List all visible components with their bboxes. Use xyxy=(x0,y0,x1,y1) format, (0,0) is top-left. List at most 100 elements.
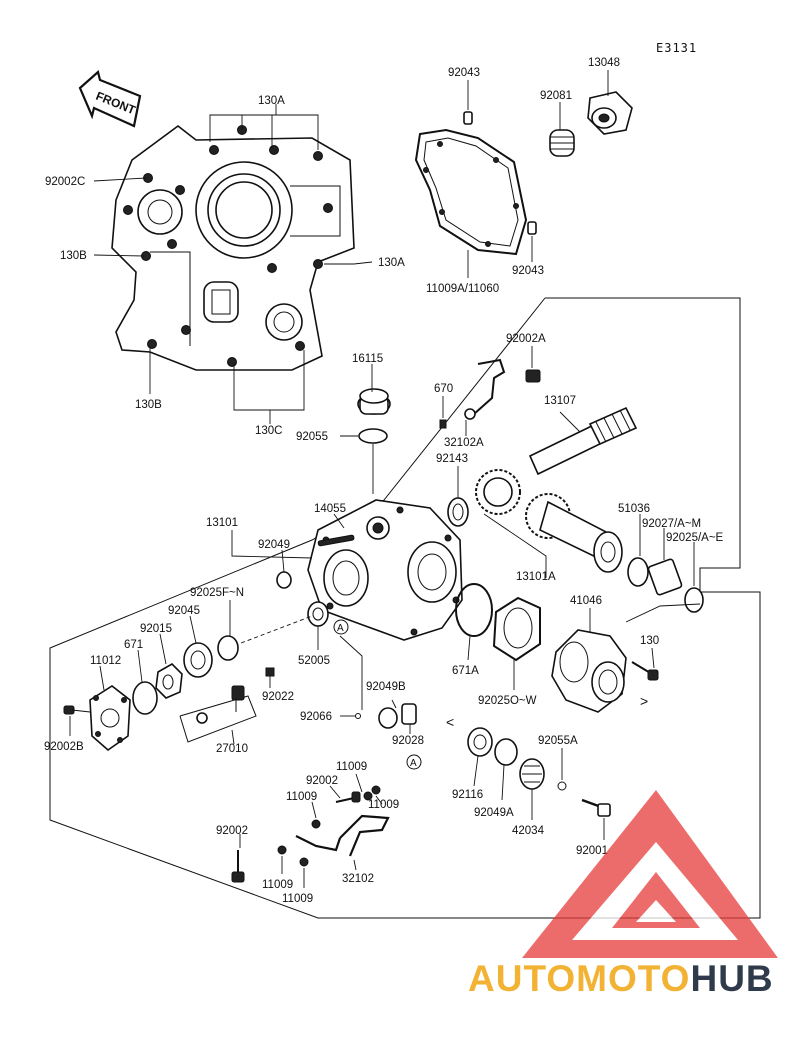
oil-cap-16115 xyxy=(357,388,391,415)
label-11009-b: 11009 xyxy=(286,791,317,803)
label-671: 671 xyxy=(124,639,143,651)
bolt-92002-b xyxy=(231,850,245,883)
arrow-left-icon: < xyxy=(446,714,454,730)
svg-text:A: A xyxy=(410,758,417,769)
stud xyxy=(317,534,355,547)
label-11009-a: 11009 xyxy=(336,761,367,773)
label-13101: 13101 xyxy=(206,517,238,529)
label-130a-top: 130A xyxy=(258,95,285,107)
label-92043-b: 92043 xyxy=(512,265,544,277)
collar-92027 xyxy=(647,558,683,596)
nut-11009-a xyxy=(363,791,373,801)
label-92015: 92015 xyxy=(140,623,172,635)
label-11009-d: 11009 xyxy=(262,879,293,891)
label-92049b: 92049B xyxy=(366,681,406,693)
shim-92025ow xyxy=(492,596,541,662)
pin-92066 xyxy=(355,713,361,719)
gear-case-13101 xyxy=(307,499,463,641)
label-92143: 92143 xyxy=(436,453,468,465)
oring-92055 xyxy=(358,428,388,444)
seal-52005 xyxy=(307,601,329,627)
box-27010 xyxy=(179,695,257,743)
label-11012: 11012 xyxy=(90,655,121,667)
label-92002b: 92002B xyxy=(44,741,84,753)
bolt-92001 xyxy=(581,798,611,817)
bolt-92002a xyxy=(525,369,541,383)
label-92045: 92045 xyxy=(168,605,200,617)
cap-92049a xyxy=(494,738,518,766)
label-671a: 671A xyxy=(452,665,479,677)
label-92025ow: 92025O~W xyxy=(478,695,537,707)
nut-11009-c xyxy=(371,785,381,795)
label-92043-top: 92043 xyxy=(448,67,480,79)
label-92001: 92001 xyxy=(576,845,608,857)
label-41046: 41046 xyxy=(570,595,602,607)
label-11009-c: 11009 xyxy=(368,799,399,811)
label-92027: 92027/A~M xyxy=(642,518,701,530)
label-92002a: 92002A xyxy=(506,333,546,345)
label-92116: 92116 xyxy=(452,789,483,801)
bolt-92002b xyxy=(63,705,91,715)
part-92022 xyxy=(265,667,275,677)
label-92055a: 92055A xyxy=(538,735,578,747)
label-13107: 13107 xyxy=(544,395,576,407)
oring-671a xyxy=(455,583,493,637)
label-52005: 52005 xyxy=(298,655,330,667)
label-92055: 92055 xyxy=(296,431,328,443)
watermark-text-part2: HUB xyxy=(690,958,774,999)
washer-92143 xyxy=(447,497,469,527)
watermark-logo: AUTOMOTOHUB xyxy=(468,958,774,1000)
label-130: 130 xyxy=(640,635,659,647)
label-130b-b: 130B xyxy=(135,399,162,411)
label-32102a: 32102A xyxy=(444,437,484,449)
nut-11009-b xyxy=(311,819,321,829)
joint-13048 xyxy=(587,91,633,135)
label-92066: 92066 xyxy=(300,711,332,723)
oring-92055a xyxy=(557,781,567,791)
switch-27010 xyxy=(231,685,245,701)
label-92081: 92081 xyxy=(540,90,572,102)
front-arrow-icon: FRONT xyxy=(78,69,142,128)
watermark-text-part1: AUTOMOTO xyxy=(468,958,691,999)
dowel-pin-top xyxy=(463,111,473,125)
label-32102: 32102 xyxy=(342,873,374,885)
shim-92025 xyxy=(684,587,704,613)
shaft-13107 xyxy=(528,406,638,476)
label-42034: 42034 xyxy=(512,825,545,837)
svg-text:A: A xyxy=(337,623,344,634)
part-670 xyxy=(439,419,447,429)
label-92002c: 92002C xyxy=(45,176,85,188)
label-92049: 92049 xyxy=(258,539,290,551)
nut-92015 xyxy=(155,663,183,699)
label-27010: 27010 xyxy=(216,743,248,755)
marker-a-2: A xyxy=(406,754,422,770)
gear-13101a xyxy=(475,469,623,573)
label-670: 670 xyxy=(434,383,453,395)
bearing-92045 xyxy=(183,642,213,678)
label-92022: 92022 xyxy=(262,691,294,703)
bolt-92002-a xyxy=(335,791,361,803)
label-92002-b: 92002 xyxy=(216,825,248,837)
washer-27010 xyxy=(196,712,208,724)
label-13048: 13048 xyxy=(588,57,620,69)
cover-11012 xyxy=(89,685,131,752)
ring-51036 xyxy=(627,557,649,587)
gasket xyxy=(414,128,528,256)
label-130a-right: 130A xyxy=(378,257,405,269)
watermark-triangle-icon xyxy=(522,790,778,958)
shim-92025fn xyxy=(217,635,239,661)
label-130c: 130C xyxy=(255,425,283,437)
bracket-32102a xyxy=(464,358,506,420)
label-92002-a: 92002 xyxy=(306,775,338,787)
group-border xyxy=(49,297,761,919)
bracket-32102 xyxy=(295,814,390,857)
label-130b-a: 130B xyxy=(60,250,87,262)
label-14055: 14055 xyxy=(314,503,346,515)
label-13101a: 13101A xyxy=(516,571,556,583)
oring-671 xyxy=(132,681,158,715)
nut-11009-d xyxy=(277,845,287,855)
crankcase-cover xyxy=(111,124,355,371)
bolt-130 xyxy=(631,661,659,681)
bearing-92116 xyxy=(467,727,493,757)
